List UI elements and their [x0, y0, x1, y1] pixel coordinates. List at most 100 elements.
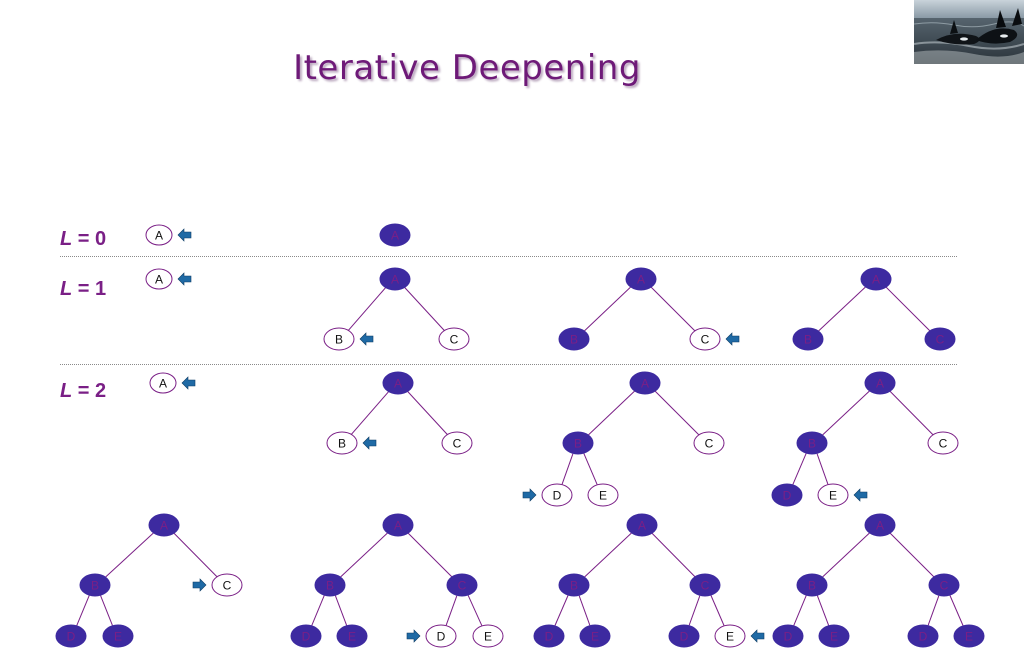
node-label: A [391, 229, 399, 243]
tree-node: A [148, 513, 180, 537]
tree-node: D [907, 624, 939, 648]
node-label: E [114, 630, 122, 644]
node-label: B [338, 437, 346, 451]
tree-edge [583, 286, 632, 332]
tree-node: C [924, 327, 956, 351]
node-label: A [391, 273, 399, 287]
node-label: E [726, 630, 734, 644]
node-label: A [876, 519, 884, 533]
level-label-0: L = 0 [60, 228, 106, 250]
visited-node-circle [860, 267, 892, 291]
visited-node-circle [626, 513, 658, 537]
tree-node: C [928, 573, 960, 597]
visited-node-circle [382, 371, 414, 395]
node-label: A [160, 519, 168, 533]
visited-node-circle [314, 573, 346, 597]
node-label: A [641, 377, 649, 391]
visited-node-circle [818, 624, 850, 648]
visited-node-circle [907, 624, 939, 648]
tree-node: A [864, 371, 896, 395]
tree-edge [793, 595, 807, 626]
open-node-circle [441, 431, 473, 455]
visited-node-circle [558, 573, 590, 597]
visited-node-circle [379, 223, 411, 247]
tree-node: B [323, 327, 355, 351]
open-node-circle [472, 624, 504, 648]
node-label: D [545, 630, 554, 644]
tree-node: B [558, 573, 590, 597]
visited-node-circle [864, 513, 896, 537]
open-node-circle [145, 224, 173, 246]
tree-edge [949, 595, 964, 626]
visited-node-circle [446, 573, 478, 597]
tree-edge [651, 532, 696, 578]
visited-node-circle [382, 513, 414, 537]
node-label: C [940, 579, 949, 593]
visited-node-circle [796, 573, 828, 597]
node-label: C [939, 437, 948, 451]
tree-node: D [772, 624, 804, 648]
tree-edge [583, 532, 633, 578]
tree-edge [710, 595, 725, 626]
tree-node: A [626, 513, 658, 537]
tree-node: D [533, 624, 565, 648]
open-node-circle [587, 483, 619, 507]
node-label: A [637, 273, 645, 287]
tree-edge [821, 390, 871, 436]
tree-node: E [818, 624, 850, 648]
visited-node-circle [689, 573, 721, 597]
tree-node: D [668, 624, 700, 648]
tree-node: C [689, 573, 721, 597]
node-label: D [67, 630, 76, 644]
tree-edge [561, 453, 574, 485]
node-label: D [783, 489, 792, 503]
tree-snapshot-0: A [379, 223, 411, 247]
node-label: E [599, 489, 607, 503]
node-label: D [302, 630, 311, 644]
tree-node: E [336, 624, 368, 648]
open-node-circle [425, 624, 457, 648]
tree-node: D [55, 624, 87, 648]
tree-edge [407, 390, 448, 436]
tree-node: B [326, 431, 358, 455]
tree-edge [816, 595, 830, 626]
orca-whales-photo [914, 0, 1024, 64]
pointer-arrow-icon [181, 376, 196, 390]
tree-edge [688, 595, 701, 626]
tree-node: C [927, 431, 959, 455]
level-label-2: L = 2 [60, 380, 106, 402]
node-label: C [223, 579, 232, 593]
node-label: B [570, 579, 578, 593]
tree-edge [885, 286, 931, 332]
node-label: A [638, 519, 646, 533]
open-node-circle [211, 573, 243, 597]
tree-node: B [314, 573, 346, 597]
tree-node: A [382, 513, 414, 537]
visited-node-circle [79, 573, 111, 597]
tree-node: D [425, 624, 457, 648]
visited-node-circle [562, 431, 594, 455]
visited-node-circle [924, 327, 956, 351]
node-label: A [394, 519, 402, 533]
visited-node-circle [928, 573, 960, 597]
node-label: A [155, 229, 163, 243]
tree-node: C [441, 431, 473, 455]
tree-edge [311, 595, 325, 626]
tree-edge [817, 286, 867, 332]
tree-edge [927, 595, 940, 626]
visited-node-circle [796, 431, 828, 455]
tree-edge [792, 453, 807, 485]
tree-edge [554, 595, 569, 626]
open-node-circle [326, 431, 358, 455]
tree-node: E [587, 483, 619, 507]
open-node-circle [689, 327, 721, 351]
tree-node: C [693, 431, 725, 455]
visited-node-circle [533, 624, 565, 648]
pointer-arrow-icon [359, 332, 374, 346]
tree-node: E [579, 624, 611, 648]
